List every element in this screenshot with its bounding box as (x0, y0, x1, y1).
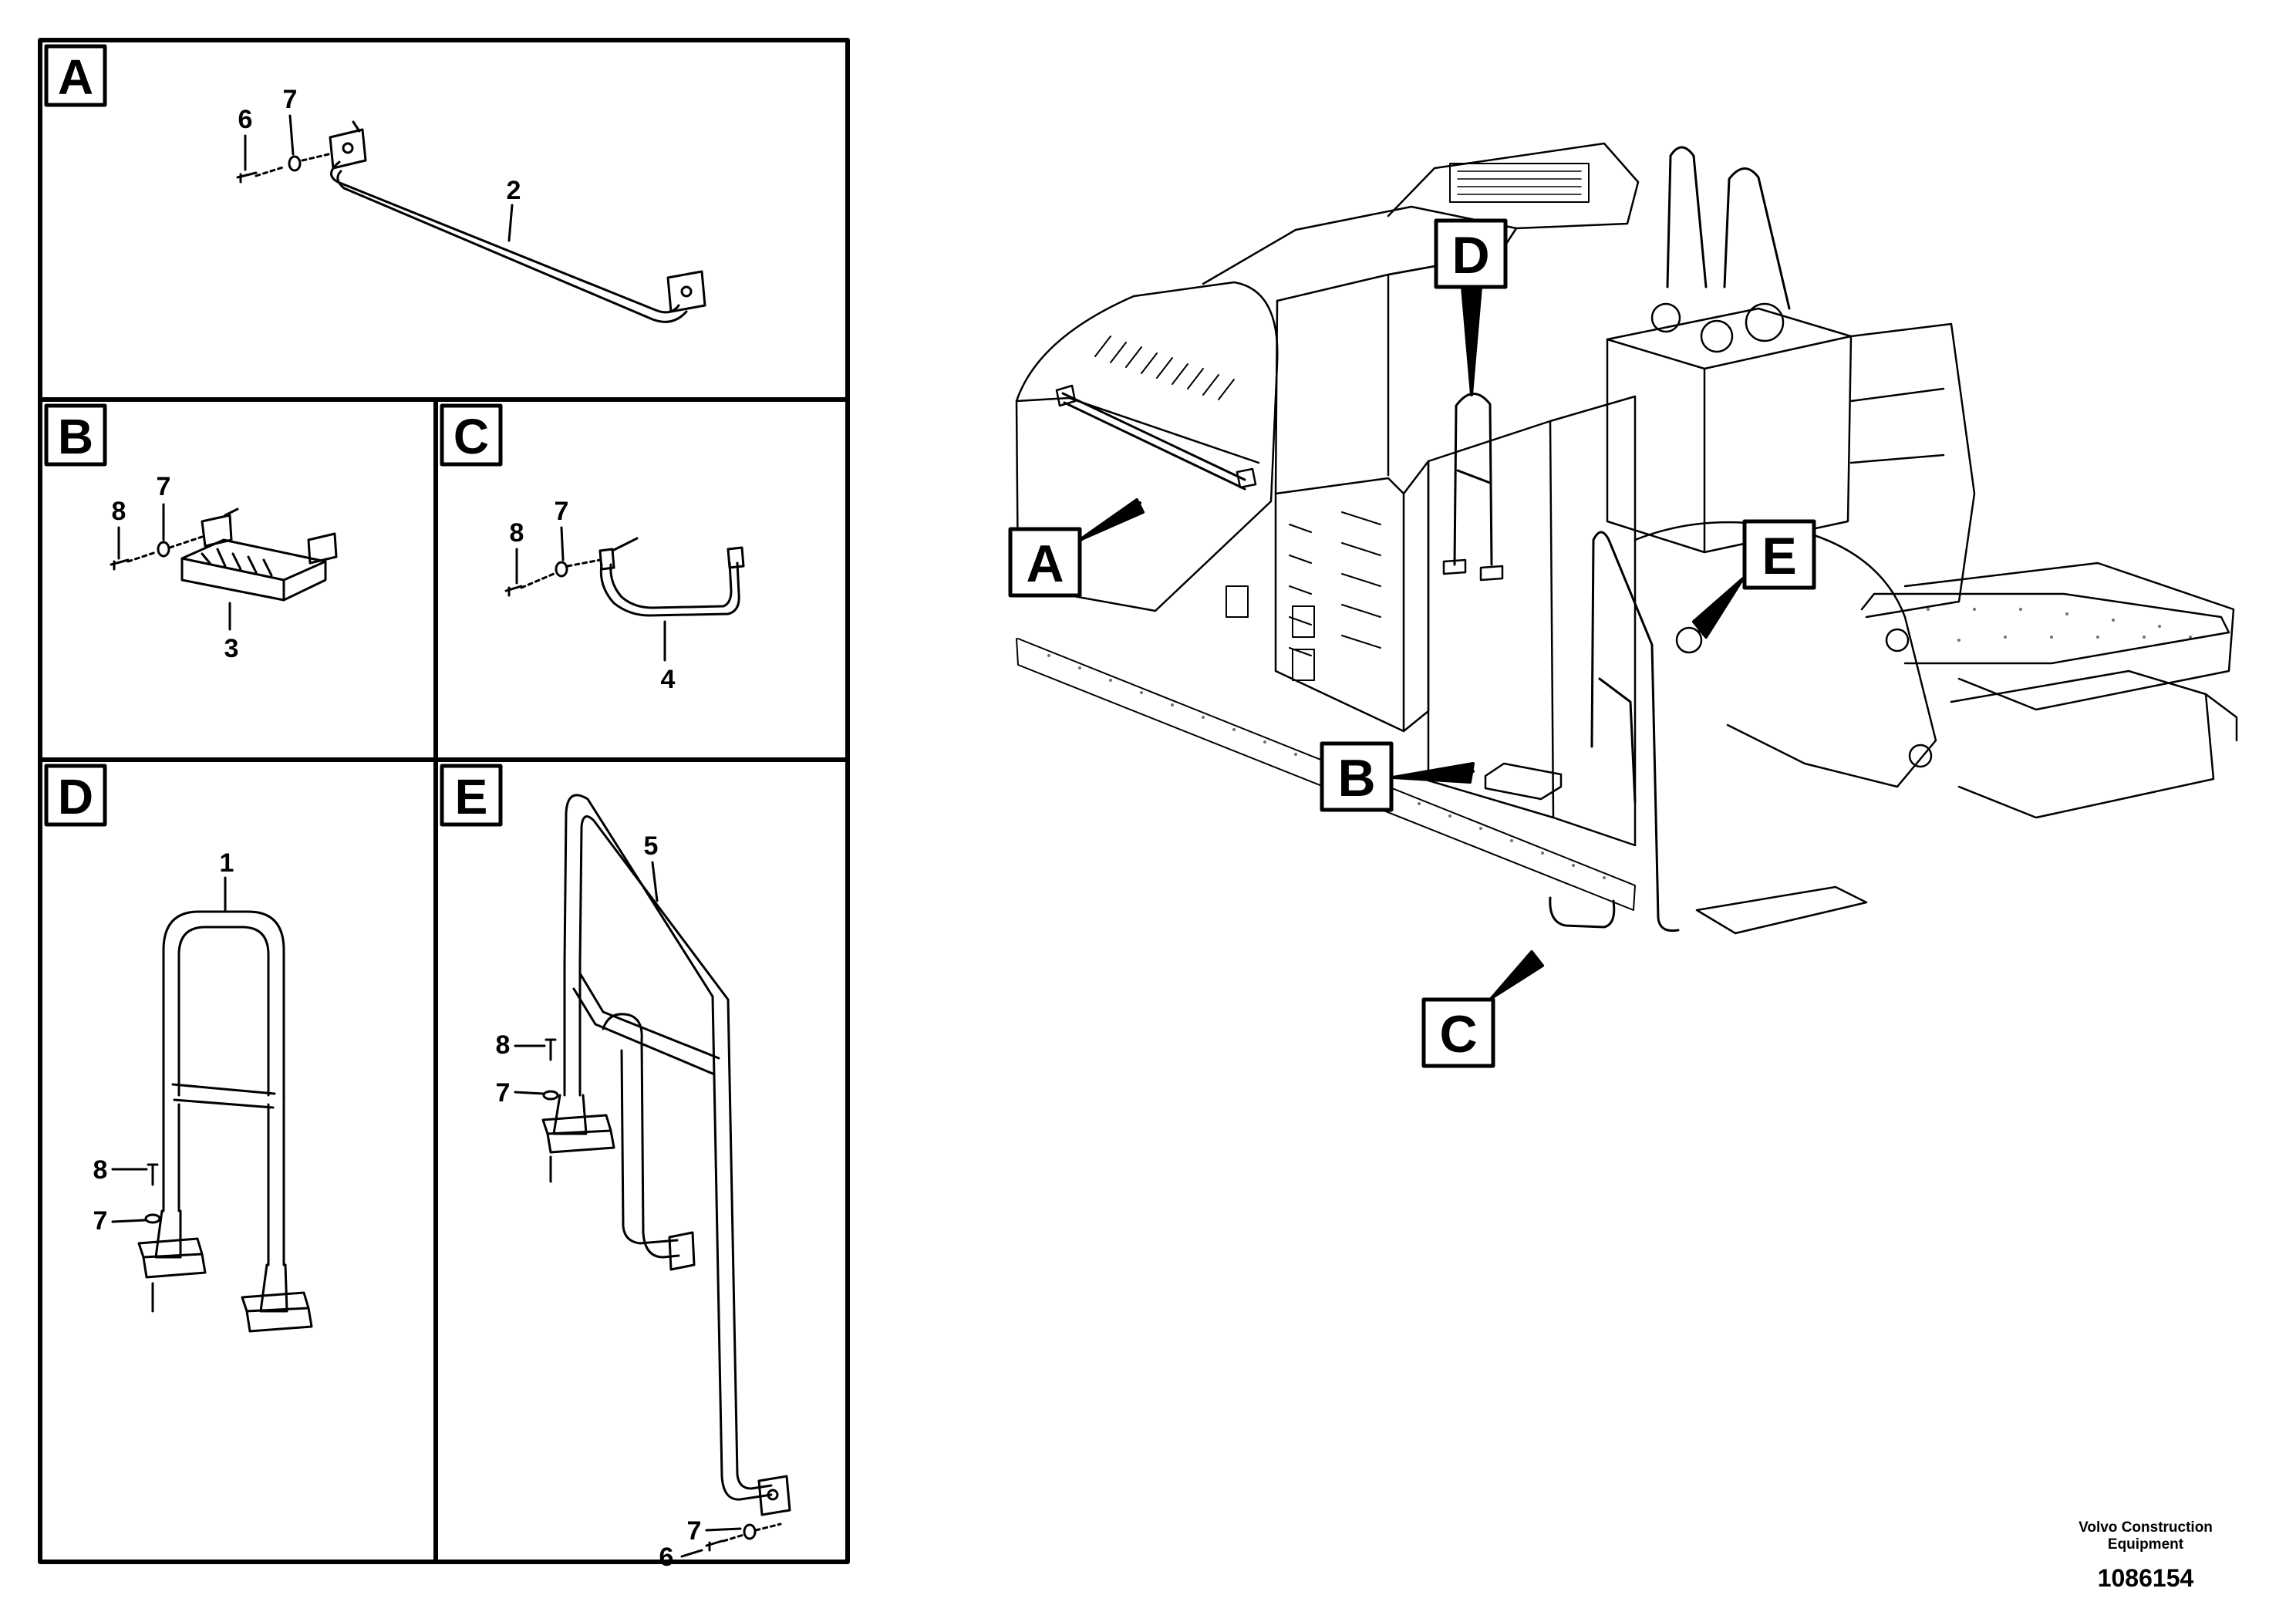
svg-text:D: D (58, 769, 93, 824)
panel-e-callout-8: 8 (496, 1030, 511, 1060)
panel-label-d: D (44, 764, 107, 827)
excavator-overview-drawing (1015, 142, 2238, 935)
panel-e-callout-5: 5 (644, 831, 659, 861)
svg-text:C: C (1439, 1005, 1477, 1064)
panel-d-callout-8: 8 (93, 1155, 108, 1185)
panel-b-callout-7: 7 (157, 472, 171, 501)
panel-d-callout-7: 7 (93, 1206, 108, 1236)
svg-text:A: A (58, 49, 93, 105)
panel-a-callout-2: 2 (507, 176, 521, 205)
svg-text:B: B (1337, 749, 1375, 808)
panel-e-callout-6: 6 (659, 1543, 674, 1572)
panel-e-ladder-rail-drawing (514, 794, 791, 1558)
panel-label-e: E (440, 764, 503, 827)
panel-d-callout-1: 1 (220, 848, 234, 878)
panel-a-handrail-drawing (236, 114, 706, 323)
brand-name: Volvo Construction Equipment (2079, 1519, 2213, 1553)
overview-leaders (1077, 285, 1745, 1000)
panel-c-callout-4: 4 (661, 665, 676, 694)
panel-d-grab-rail-drawing (111, 876, 313, 1333)
panel-label-b: B (44, 403, 107, 467)
svg-text:E: E (455, 769, 488, 824)
panel-e-callout-7-upper: 7 (496, 1078, 511, 1108)
panel-a-callout-7: 7 (283, 85, 298, 114)
panel-c-callout-8: 8 (510, 518, 524, 548)
overview-callout-e: E (1742, 519, 1816, 590)
overview-callout-b: B (1320, 741, 1394, 812)
panel-label-a: A (44, 44, 107, 107)
svg-text:D: D (1451, 226, 1489, 285)
overview-callout-a: A (1008, 527, 1082, 598)
panel-a-callout-6: 6 (238, 105, 253, 134)
panel-b-step-drawing (110, 503, 338, 631)
document-footer: Volvo Construction Equipment 1086154 (2061, 1519, 2230, 1593)
panel-b-callout-8: 8 (112, 497, 126, 526)
panel-c-callout-7: 7 (555, 497, 569, 526)
overview-callout-d: D (1434, 218, 1508, 289)
overview-callout-c: C (1421, 997, 1495, 1068)
walkway-perforation (1047, 608, 2192, 879)
panel-b-callout-3: 3 (224, 634, 239, 663)
document-number: 1086154 (2097, 1564, 2194, 1592)
svg-text:C: C (453, 409, 489, 464)
panel-label-c: C (440, 403, 503, 467)
detail-panels-frame (38, 38, 850, 1564)
panel-c-handle-drawing (504, 526, 745, 662)
panel-e-callout-7-lower: 7 (687, 1516, 702, 1546)
svg-text:B: B (58, 409, 93, 464)
svg-text:A: A (1026, 534, 1064, 593)
svg-text:E: E (1762, 527, 1796, 585)
